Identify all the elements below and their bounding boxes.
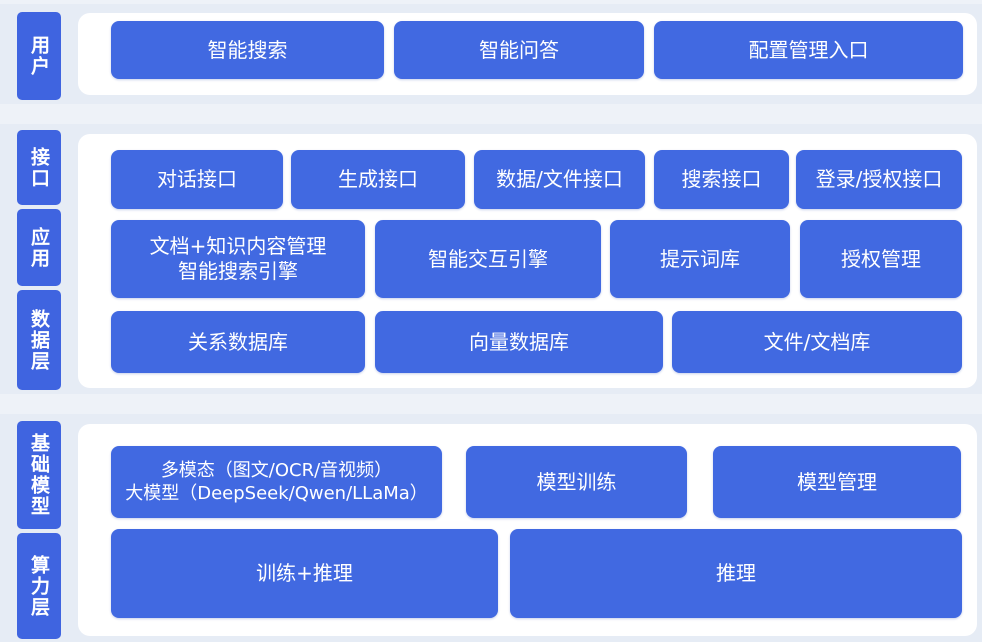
layer-tag-compute: 算力层 bbox=[17, 533, 61, 639]
multimodal-line1: 多模态（图文/OCR/音视频） bbox=[160, 460, 393, 481]
smart-qa-box[interactable]: 智能问答 bbox=[394, 21, 644, 79]
dialog-api-box[interactable]: 对话接口 bbox=[111, 150, 283, 209]
layer-tag-interface: 接口 bbox=[17, 130, 61, 205]
vector-db-box[interactable]: 向量数据库 bbox=[375, 311, 663, 373]
doc-knowledge-line2: 智能搜索引擎 bbox=[178, 259, 298, 283]
layer-tag-user: 用户 bbox=[17, 12, 61, 100]
interaction-engine-box[interactable]: 智能交互引擎 bbox=[375, 220, 601, 298]
file-doc-db-box[interactable]: 文件/文档库 bbox=[672, 311, 962, 373]
model-training-box[interactable]: 模型训练 bbox=[466, 446, 687, 518]
relational-db-box[interactable]: 关系数据库 bbox=[111, 311, 365, 373]
train-inference-box[interactable]: 训练+推理 bbox=[111, 529, 498, 618]
multimodal-llm-box[interactable]: 多模态（图文/OCR/音视频） 大模型（DeepSeek/Qwen/LLaMa） bbox=[111, 446, 442, 518]
layer-tag-foundation-model: 基础模型 bbox=[17, 421, 61, 529]
search-api-box[interactable]: 搜索接口 bbox=[654, 150, 789, 209]
smart-search-box[interactable]: 智能搜索 bbox=[111, 21, 384, 79]
auth-management-box[interactable]: 授权管理 bbox=[800, 220, 962, 298]
doc-knowledge-line1: 文档+知识内容管理 bbox=[149, 234, 327, 258]
config-entry-box[interactable]: 配置管理入口 bbox=[654, 21, 963, 79]
multimodal-line2: 大模型（DeepSeek/Qwen/LLaMa） bbox=[125, 483, 428, 504]
model-management-box[interactable]: 模型管理 bbox=[713, 446, 961, 518]
layer-tag-application: 应用 bbox=[17, 209, 61, 286]
doc-knowledge-box[interactable]: 文档+知识内容管理 智能搜索引擎 bbox=[111, 220, 365, 298]
inference-box[interactable]: 推理 bbox=[510, 529, 962, 618]
generate-api-box[interactable]: 生成接口 bbox=[291, 150, 465, 209]
layer-tag-data: 数据层 bbox=[17, 290, 61, 390]
login-auth-api-box[interactable]: 登录/授权接口 bbox=[796, 150, 962, 209]
prompt-library-box[interactable]: 提示词库 bbox=[610, 220, 790, 298]
data-file-api-box[interactable]: 数据/文件接口 bbox=[474, 150, 645, 209]
